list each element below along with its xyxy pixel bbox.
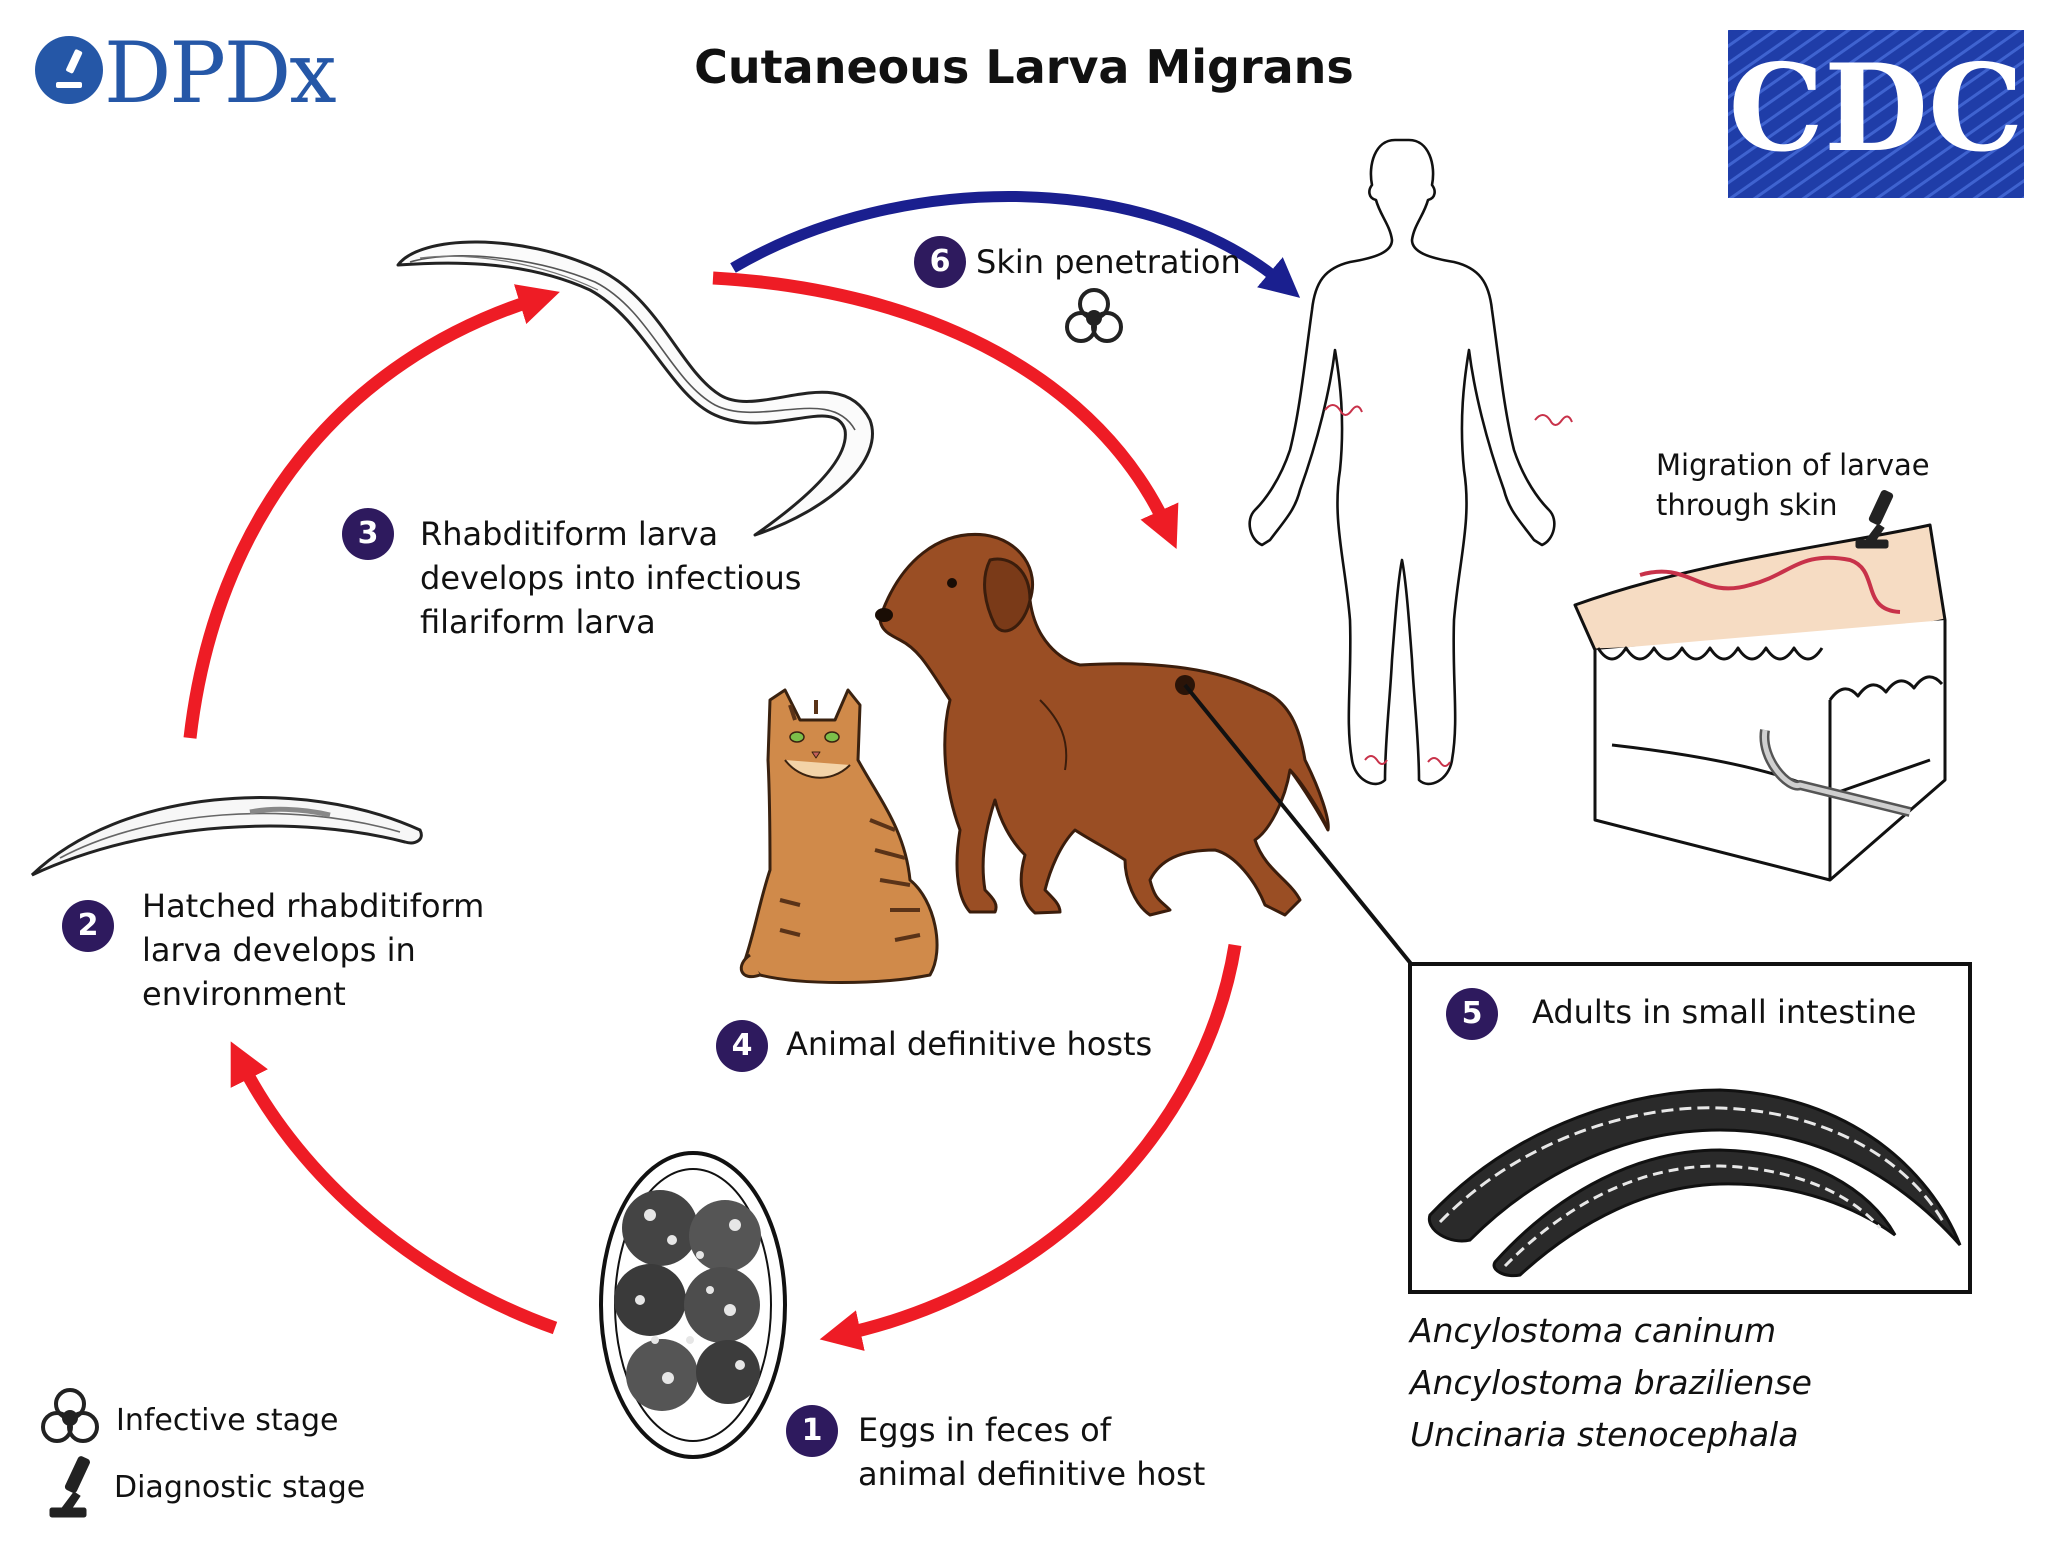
arrow-animal-to-eggs	[819, 943, 1242, 1351]
dog-illustration	[875, 532, 1330, 917]
species-item: Ancylostoma caninum	[1410, 1311, 1777, 1350]
legend-microscope-icon	[49, 1456, 90, 1518]
species-item: Ancylostoma braziliense	[1410, 1363, 1812, 1403]
stage-3-label: Rhabditiform larva develops into infecti…	[420, 515, 802, 642]
rhabditiform-larva	[30, 796, 423, 877]
page-title: Cutaneous Larva Migrans	[694, 40, 1354, 94]
migration-label: Migration of larvae through skin	[1656, 448, 1930, 523]
pointer-line	[1183, 683, 1414, 967]
stage-3-badge: 3	[342, 508, 394, 560]
arrow-skin-penetration	[730, 190, 1301, 298]
microscope-icon	[1855, 489, 1894, 549]
filariform-larva	[396, 240, 874, 537]
stage-2-label: Hatched rhabditiform larva develops in e…	[142, 887, 485, 1014]
arrow-filariform-to-animal	[712, 271, 1179, 549]
stage-5-badge: 5	[1446, 988, 1498, 1040]
cdc-logo: CDC	[1728, 30, 2024, 198]
dpdx-logo-text: DPDx	[104, 24, 337, 122]
legend-diagnostic-label: Diagnostic stage	[114, 1470, 366, 1505]
stage-5-label: Adults in small intestine	[1532, 993, 1917, 1031]
cat-illustration	[739, 688, 939, 984]
stage-1-badge: 1	[786, 1405, 838, 1457]
stage-4-badge: 4	[716, 1020, 768, 1072]
dpdx-logo-icon	[35, 36, 103, 104]
species-list: Ancylostoma caninum Ancylostoma brazilie…	[1410, 1305, 1812, 1461]
biohazard-icon	[1065, 288, 1123, 343]
arrow-eggs-to-rhabditiform	[230, 1041, 558, 1335]
skin-cross-section	[1573, 523, 1947, 882]
stage-2-badge: 2	[62, 900, 114, 952]
svg-text:CDC: CDC	[1728, 38, 2023, 179]
stage-6-label: Skin penetration	[976, 243, 1241, 281]
stage-1-label: Eggs in feces of animal definitive host	[858, 1411, 1206, 1494]
arrow-rhabditiform-to-filariform	[183, 284, 560, 739]
legend-biohazard-icon	[41, 1388, 99, 1443]
species-item: Uncinaria stenocephala	[1410, 1415, 1799, 1455]
stage-6-badge: 6	[914, 236, 966, 288]
stage-4-label: Animal definitive hosts	[786, 1025, 1153, 1063]
human-figure	[1248, 138, 1573, 786]
egg-in-feces	[599, 1151, 787, 1459]
legend-infective-label: Infective stage	[116, 1403, 339, 1438]
adult-worms	[1427, 1088, 1962, 1278]
